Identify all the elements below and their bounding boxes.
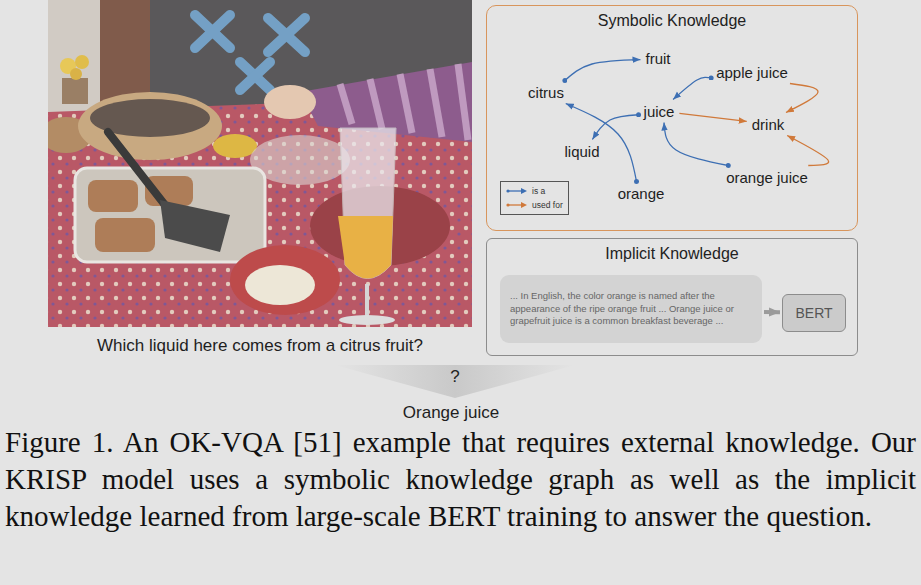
- legend-sample: [508, 204, 523, 205]
- concept-node: liquid: [561, 142, 602, 161]
- knowledge-panel: ... In English, the color orange is name…: [486, 238, 858, 356]
- legend-sample: [508, 190, 523, 191]
- concept-node: fruit: [642, 49, 673, 68]
- legend-sample: [521, 202, 527, 208]
- relation-arrow: [664, 123, 728, 166]
- question-text: Which liquid here comes from a citrus fr…: [97, 336, 423, 356]
- arrow-shape: [335, 365, 575, 398]
- model-box: BERT: [782, 294, 846, 332]
- relation-arrow: [592, 115, 638, 140]
- dim-overlay: [48, 0, 472, 327]
- relation-arrow: [787, 136, 828, 166]
- wall: [48, 0, 472, 327]
- concept-node: orange: [615, 184, 668, 203]
- photo-scene: [48, 0, 472, 327]
- node-text: drink: [752, 116, 785, 133]
- flow-arrow: [764, 310, 780, 314]
- node-text: orange juice: [726, 169, 808, 186]
- answer-arrow: ?: [335, 365, 575, 398]
- legend-box: is a used for: [500, 181, 569, 215]
- knowledge-panel: fruit apple juice citrus juice drink liquid or…: [486, 5, 858, 231]
- figure-caption: Figure 1. An OK-VQA [51] example that re…: [5, 424, 916, 535]
- concept-node: orange juice: [723, 168, 811, 187]
- node-text: ... In English, the color orange is name…: [510, 290, 752, 328]
- relation-arrow: [679, 113, 746, 121]
- concept-node: apple juice: [713, 63, 791, 82]
- legend-sample: [506, 201, 528, 209]
- node-text: ?: [335, 365, 575, 387]
- text-passage: ... In English, the color orange is name…: [500, 275, 762, 343]
- legend-text: used for: [532, 200, 563, 210]
- concept-node: drink: [749, 115, 788, 134]
- relation-arrow: [786, 84, 818, 113]
- relation-arrow: [673, 77, 711, 99]
- legend-text: is a: [532, 186, 545, 196]
- concept-node: juice: [641, 102, 678, 121]
- node-text: orange: [618, 185, 665, 202]
- node-text: juice: [644, 103, 675, 120]
- relation-arrow: [565, 60, 641, 81]
- node-text: apple juice: [716, 64, 788, 81]
- node-text: liquid: [564, 143, 599, 160]
- legend-sample: [506, 187, 528, 195]
- panel-title: Symbolic Knowledge: [487, 6, 857, 30]
- answer-text: Orange juice: [403, 403, 499, 423]
- node-text: citrus: [528, 84, 564, 101]
- legend-entry: is a: [506, 184, 563, 198]
- panel-title: Implicit Knowledge: [487, 239, 857, 263]
- legend-sample: [521, 188, 527, 194]
- node-text: BERT: [795, 305, 832, 321]
- concept-node: citrus: [525, 83, 567, 102]
- node-text: fruit: [645, 50, 670, 67]
- legend-entry: used for: [506, 198, 563, 212]
